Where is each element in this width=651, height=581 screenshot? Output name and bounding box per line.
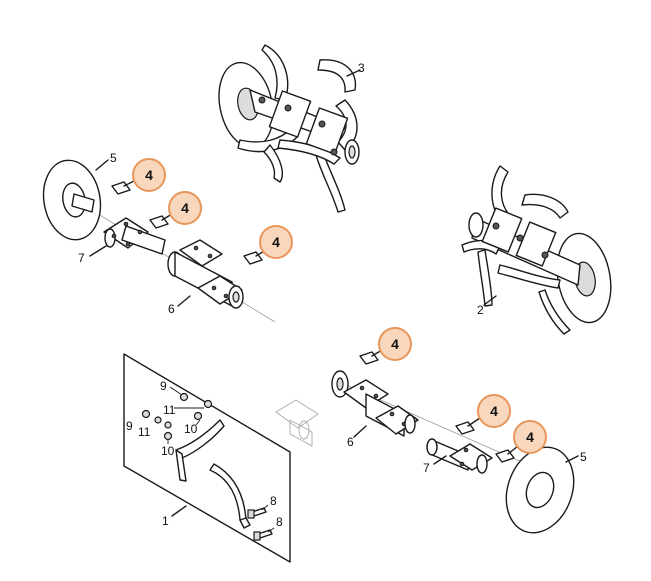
- label-kit-nut-a: 9: [160, 379, 167, 393]
- label-disc-right: 5: [580, 450, 587, 464]
- ghost-hub: [275, 399, 319, 447]
- nut-icon: [203, 399, 213, 409]
- callout-text: 4: [391, 336, 399, 352]
- callout-text: 4: [526, 429, 534, 445]
- washer-icon: [193, 411, 203, 421]
- label-kit: 1: [162, 514, 169, 528]
- pin-icon: [111, 179, 137, 195]
- label-flange-left: 7: [78, 251, 85, 265]
- label-kit-washer-a: 10: [184, 422, 198, 436]
- pin-icon: [149, 213, 173, 229]
- label-disc-left: 5: [110, 151, 117, 165]
- label-flange-right: 7: [423, 461, 430, 475]
- label-kit-screw-a: 8: [270, 494, 277, 508]
- callout-pin-2: 4: [168, 191, 202, 225]
- right-exploded-parts: 6 7 5: [331, 349, 587, 534]
- callout-text: 4: [490, 403, 498, 419]
- label-kit-screw-b: 8: [276, 515, 283, 529]
- hub-left: [167, 239, 244, 309]
- label-kit-nut-b: 9: [126, 419, 133, 433]
- disc-left: [42, 159, 102, 241]
- label-kit-bolt-a: 11: [163, 403, 176, 417]
- pin-icon: [495, 445, 519, 463]
- label-hub-left: 6: [168, 302, 175, 316]
- nut-icon: [179, 392, 189, 402]
- bolt-icon: [164, 421, 172, 429]
- callout-pin-1: 4: [132, 158, 166, 192]
- callout-pin-4: 4: [378, 327, 412, 361]
- hub-right: [331, 370, 419, 437]
- callout-text: 4: [145, 167, 153, 183]
- tiller-top-assembly: 3: [218, 44, 365, 213]
- callout-text: 4: [272, 234, 280, 250]
- label-kit-bolt-b: 11: [138, 425, 151, 439]
- left-exploded-parts: 5 7 6: [42, 151, 276, 323]
- label-tiller-right: 2: [477, 303, 484, 317]
- repair-kit-panel: 9 11 9 11 10 10 8 8 1: [123, 353, 291, 563]
- pin-icon: [455, 417, 481, 435]
- nut-icon: [141, 409, 151, 419]
- label-tiller-top: 3: [358, 61, 365, 75]
- callout-pin-5: 4: [477, 394, 511, 428]
- washer-icon: [163, 431, 173, 441]
- callout-text: 4: [181, 200, 189, 216]
- tiller-right-assembly: 2: [461, 165, 612, 335]
- bolt-icon: [154, 416, 162, 424]
- flange-left: [103, 217, 166, 255]
- callout-pin-3: 4: [259, 225, 293, 259]
- disc-right: [505, 446, 575, 534]
- flange-right: [426, 438, 493, 474]
- label-hub-right: 6: [347, 435, 354, 449]
- callout-layer: 4 4 4 4 4 4: [132, 158, 547, 454]
- callout-pin-6: 4: [513, 420, 547, 454]
- pin-icon: [359, 349, 383, 365]
- label-kit-washer-b: 10: [161, 444, 175, 458]
